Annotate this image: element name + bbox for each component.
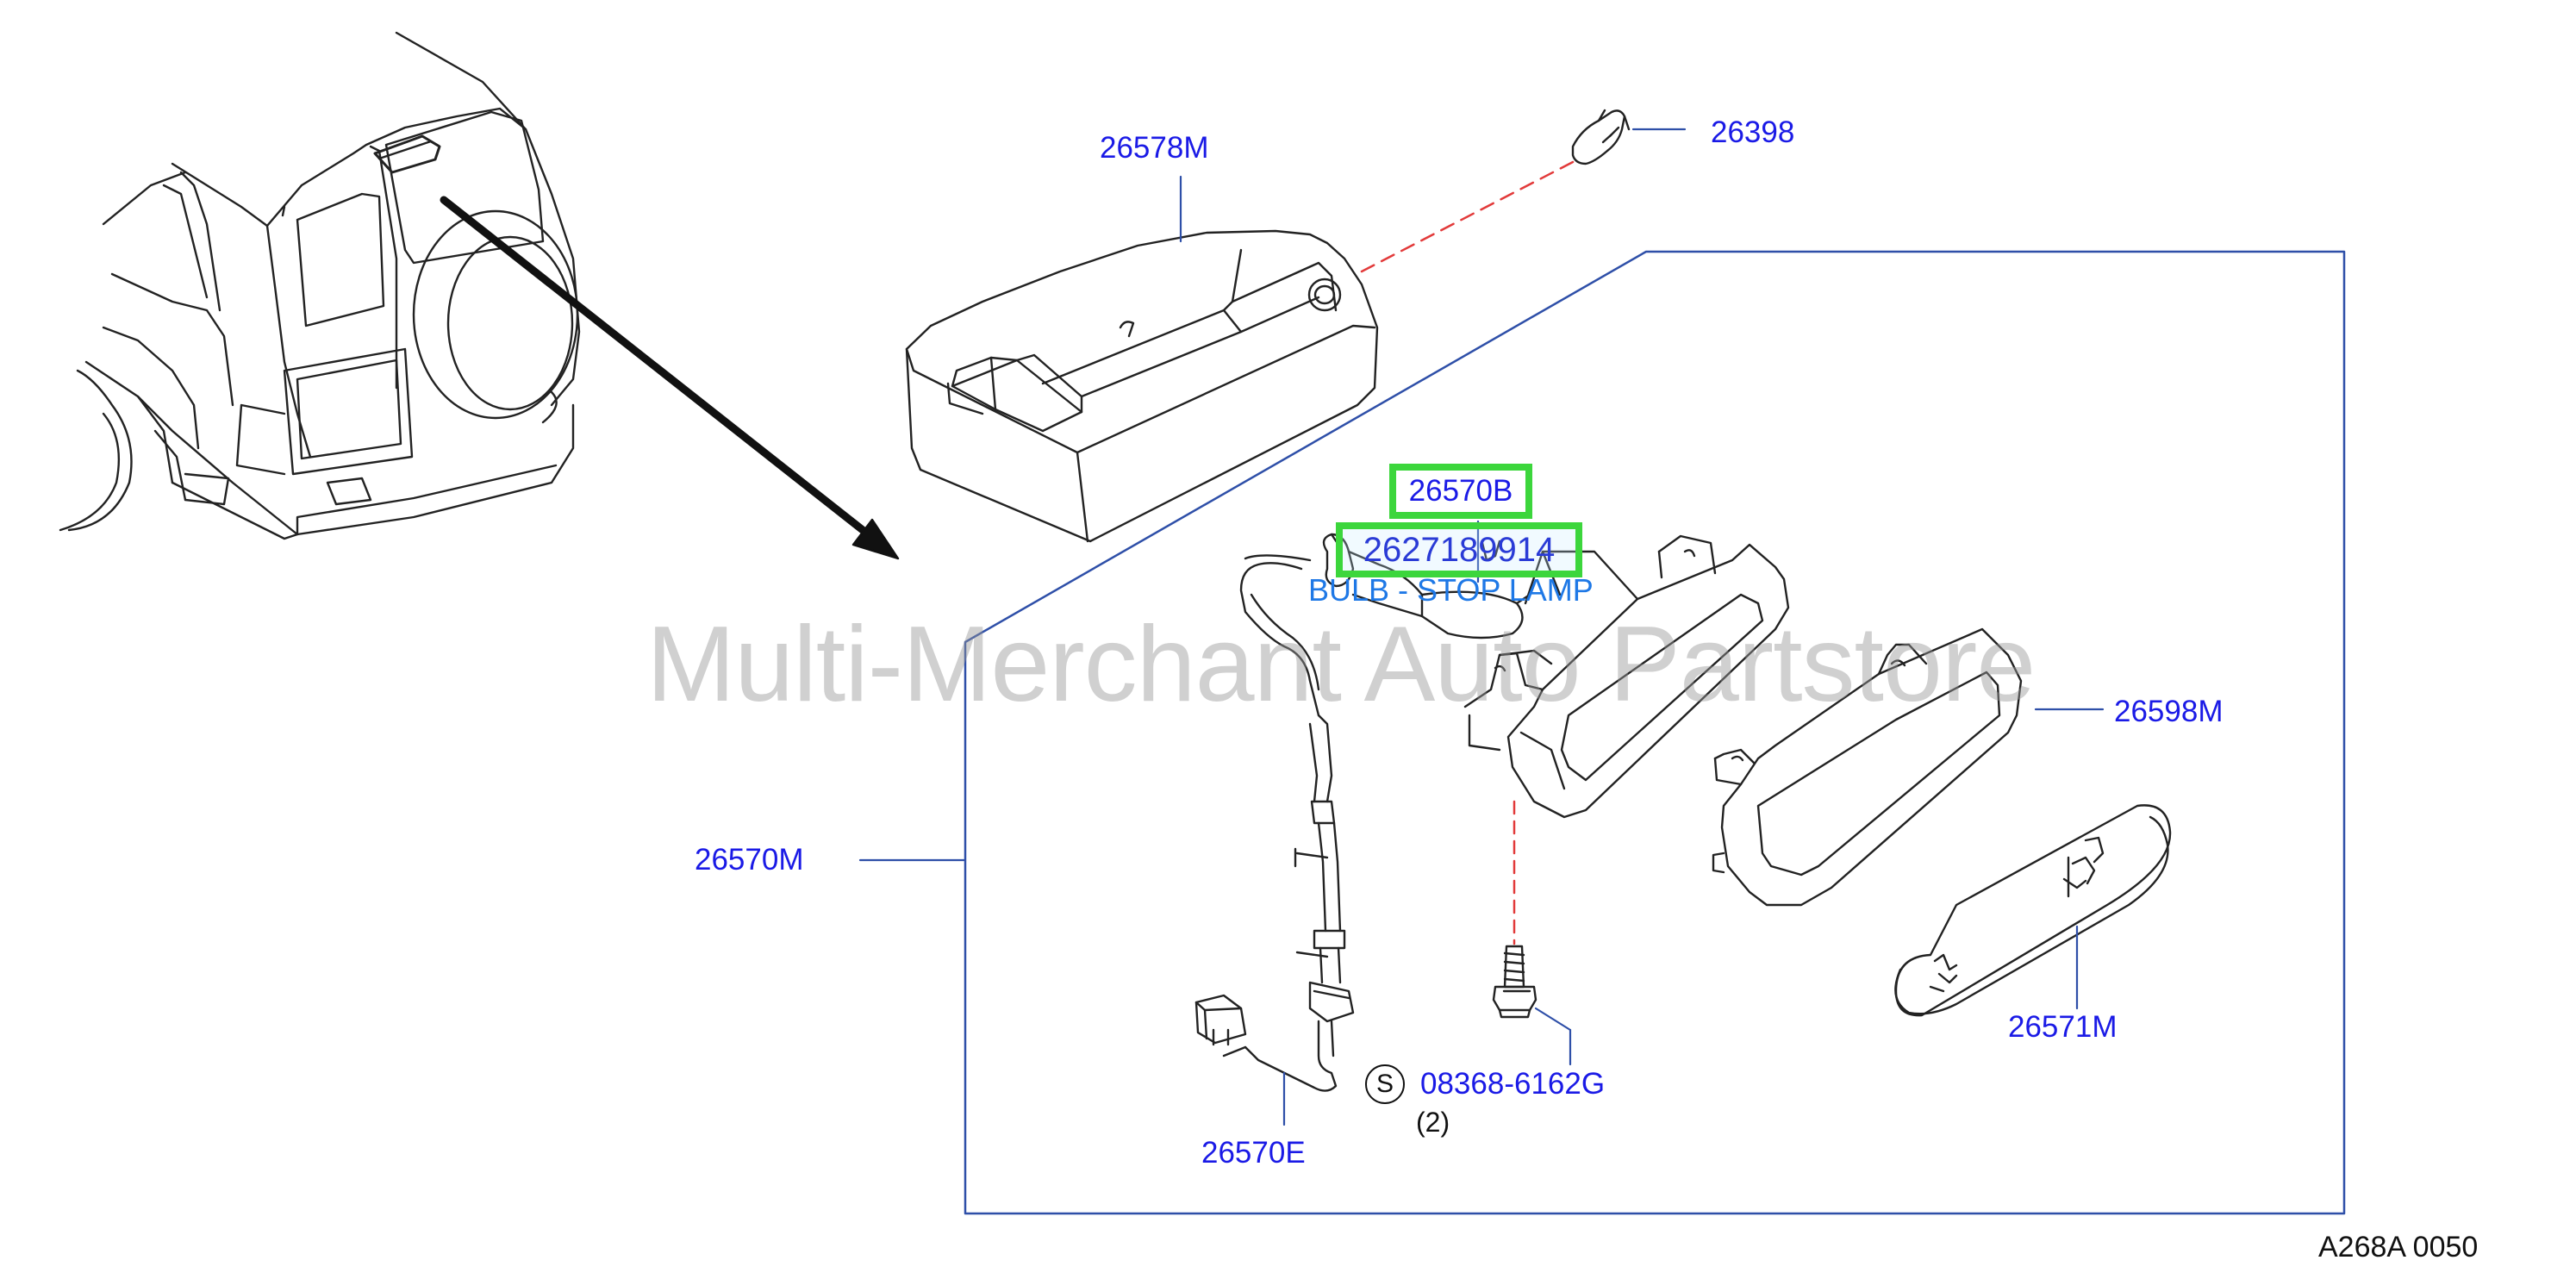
- assembly-outline: [964, 250, 2346, 1215]
- label-26578M[interactable]: 26578M: [1100, 131, 1209, 165]
- direction-arrow: [440, 196, 900, 560]
- lamp-cover-26578M: [905, 229, 1379, 543]
- wire-harness: [1194, 554, 1355, 1092]
- vehicle-illustration: [59, 31, 581, 540]
- label-26571M[interactable]: 26571M: [2008, 1010, 2118, 1044]
- label-26570M[interactable]: 26570M: [695, 843, 804, 877]
- label-26570E[interactable]: 26570E: [1201, 1136, 1306, 1170]
- reference-code: A268A 0050: [2318, 1231, 2479, 1263]
- s-symbol: S: [1365, 1064, 1405, 1104]
- lamp-housing: [1463, 534, 2023, 907]
- label-26398[interactable]: 26398: [1711, 115, 1795, 149]
- watermark: Multi-Merchant Auto Partstore: [646, 605, 2036, 724]
- screw: [1492, 945, 1537, 1019]
- label-selected-part[interactable]: 2627189914: [1336, 522, 1582, 577]
- label-08368-6162G[interactable]: 08368-6162G: [1420, 1067, 1606, 1101]
- screw-quantity: (2): [1416, 1107, 1450, 1138]
- label-26570B[interactable]: 26570B: [1389, 464, 1532, 519]
- outer-lens: [1894, 804, 2172, 1017]
- clip-26398: [1571, 109, 1631, 165]
- bulb-description: BULB - STOP LAMP: [1308, 572, 1594, 608]
- label-26598M[interactable]: 26598M: [2114, 695, 2224, 728]
- dashed-alignment-line: [1360, 160, 1575, 273]
